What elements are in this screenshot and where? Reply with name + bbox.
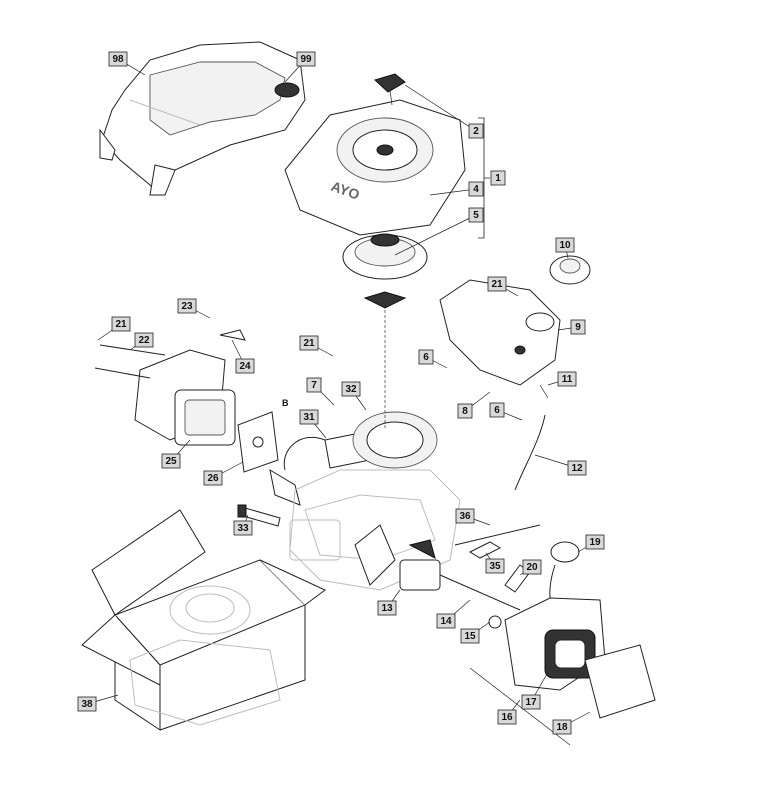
- callout-23: 23: [177, 298, 197, 314]
- callout-20: 20: [522, 559, 542, 575]
- callout-label: 23: [181, 301, 193, 312]
- callout-label: 36: [459, 511, 471, 522]
- fuel-tank: [439, 255, 591, 491]
- callout-label: 32: [345, 384, 357, 395]
- callout-leader: [404, 84, 477, 132]
- callout-label: 20: [526, 562, 538, 573]
- callout-label: 35: [489, 561, 501, 572]
- callout-38: 38: [77, 696, 97, 712]
- callout-label: 38: [81, 699, 93, 710]
- callout-1: 1: [490, 170, 506, 186]
- carburetor: [354, 524, 521, 629]
- callout-label: 4: [473, 184, 479, 195]
- callout-label: 17: [525, 697, 537, 708]
- callout-label: 5: [473, 210, 479, 221]
- callout-label: 33: [237, 523, 249, 534]
- callout-label: 6: [494, 405, 500, 416]
- engine-box: [81, 509, 326, 731]
- callout-15: 15: [460, 628, 480, 644]
- callout-label: 9: [575, 322, 581, 333]
- callout-13: 13: [377, 600, 397, 616]
- callout-98: 98: [108, 51, 128, 67]
- callout-18: 18: [552, 719, 572, 735]
- callout-99: 99: [296, 51, 316, 67]
- callout-label: 99: [300, 54, 312, 65]
- callout-label: 2: [473, 126, 479, 137]
- callout-36: 36: [455, 508, 475, 524]
- callout-label: 1: [495, 173, 501, 184]
- spark-plug: [237, 504, 281, 527]
- callout-17: 17: [521, 694, 541, 710]
- callout-label: 11: [562, 374, 573, 385]
- recoil-starter: AYO: [284, 73, 466, 309]
- callout-31: 31: [299, 409, 319, 425]
- callout-21a: 21: [487, 276, 507, 292]
- callout-label: 21: [115, 319, 127, 330]
- callout-label: 10: [559, 240, 571, 251]
- engine-block: [289, 469, 461, 591]
- callout-5: 5: [468, 207, 484, 223]
- callout-label: 16: [501, 712, 513, 723]
- callout-24: 24: [235, 358, 255, 374]
- callout-label: 22: [138, 335, 150, 346]
- callout-label: 14: [440, 616, 452, 627]
- callout-leader: [394, 214, 477, 256]
- callout-35: 35: [485, 558, 505, 574]
- callout-10: 10: [555, 237, 575, 253]
- callout-label: 19: [589, 537, 601, 548]
- callout-label: 6: [423, 352, 429, 363]
- callout-16: 16: [497, 709, 517, 725]
- callout-label: 26: [207, 473, 219, 484]
- callout-22: 22: [134, 332, 154, 348]
- callout-label: 18: [556, 722, 568, 733]
- blower-housing-cover: [99, 41, 306, 196]
- callout-6b: 6: [489, 402, 505, 418]
- callout-9: 9: [570, 319, 586, 335]
- air-filter: [469, 597, 656, 746]
- callout-12: 12: [567, 460, 587, 476]
- reference-letter: B: [282, 398, 289, 408]
- callout-label: 98: [112, 54, 124, 65]
- callout-33: 33: [233, 520, 253, 536]
- callout-4: 4: [468, 181, 484, 197]
- callout-21b: 21: [111, 316, 131, 332]
- callout-14: 14: [436, 613, 456, 629]
- callout-leader: [429, 188, 477, 196]
- callout-8: 8: [457, 403, 473, 419]
- callout-label: 24: [239, 361, 251, 372]
- callout-label: 25: [165, 456, 177, 467]
- callout-11: 11: [557, 371, 577, 387]
- callout-25: 25: [161, 453, 181, 469]
- callout-label: 12: [571, 463, 583, 474]
- callout-label: 21: [491, 279, 503, 290]
- callout-21c: 21: [299, 335, 319, 351]
- group-bracket-starter: [478, 117, 490, 239]
- throttle-cable: [454, 524, 541, 559]
- callout-19: 19: [585, 534, 605, 550]
- callout-label: 8: [462, 406, 468, 417]
- callout-7: 7: [306, 377, 322, 393]
- callout-label: 21: [303, 338, 315, 349]
- callout-label: 31: [303, 412, 315, 423]
- primer-bulb: [504, 541, 580, 609]
- flywheel: [352, 411, 438, 469]
- muffler: [94, 329, 279, 473]
- callout-label: 13: [381, 603, 393, 614]
- callout-6a: 6: [418, 349, 434, 365]
- callout-2: 2: [468, 123, 484, 139]
- callout-label: 7: [311, 380, 317, 391]
- callout-label: 15: [464, 631, 476, 642]
- callout-32: 32: [341, 381, 361, 397]
- callout-26: 26: [203, 470, 223, 486]
